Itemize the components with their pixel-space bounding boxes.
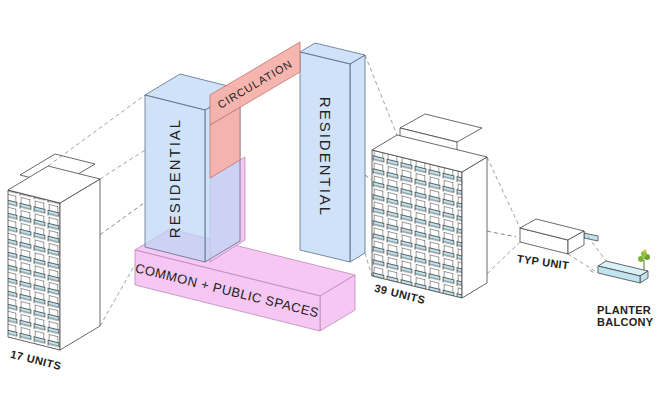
volume-face <box>210 42 300 125</box>
projection-connector <box>365 175 372 180</box>
unit-count: 17 UNITS <box>9 348 63 372</box>
projection-line <box>584 231 606 261</box>
planter-balcony: PLANTER BALCONY <box>594 250 660 342</box>
volume-face <box>350 55 365 262</box>
residential-volume: RESIDENTIAL <box>300 43 365 262</box>
building-block: 17 UNITS <box>5 166 100 372</box>
volume-face <box>60 179 100 350</box>
projection-connector <box>590 270 594 273</box>
volume-face <box>210 157 245 262</box>
circulation-band: CIRCULATION <box>210 42 300 178</box>
projection-line <box>365 55 397 135</box>
volume-face <box>8 190 60 350</box>
projection-line <box>568 254 598 273</box>
volume-face <box>320 275 355 331</box>
planter-balcony-shape <box>594 250 660 342</box>
part-label: TYP UNIT <box>516 252 570 271</box>
plant-stem <box>644 260 645 270</box>
volume-face <box>568 231 584 254</box>
volume-face <box>145 95 205 262</box>
projection-connector <box>100 202 145 234</box>
volume-face <box>640 271 648 283</box>
volume-label: RESIDENTIAL <box>167 118 184 238</box>
building-block: 39 UNITS <box>372 135 487 305</box>
building-block-shape <box>372 135 487 305</box>
volume-label: CIRCULATION <box>215 57 294 110</box>
plant-flower <box>643 249 646 252</box>
volume-face <box>598 266 640 283</box>
building-block-shape <box>5 166 100 372</box>
planter-plant <box>638 249 650 270</box>
projection-line <box>365 253 372 276</box>
projection-connector <box>487 231 516 237</box>
volume-face <box>300 52 350 262</box>
volume-label: RESIDENTIAL <box>317 97 334 217</box>
volume-face <box>8 166 100 203</box>
volume-face <box>372 150 462 298</box>
volume-face <box>462 157 487 298</box>
part-label: PLANTER BALCONY <box>597 304 655 328</box>
unit-module: TYP UNIT <box>516 216 590 272</box>
projection-line <box>48 95 145 166</box>
plant-leaf <box>638 256 644 262</box>
volume-face <box>372 135 487 172</box>
projection-line <box>100 150 145 179</box>
projection-line <box>487 157 520 228</box>
